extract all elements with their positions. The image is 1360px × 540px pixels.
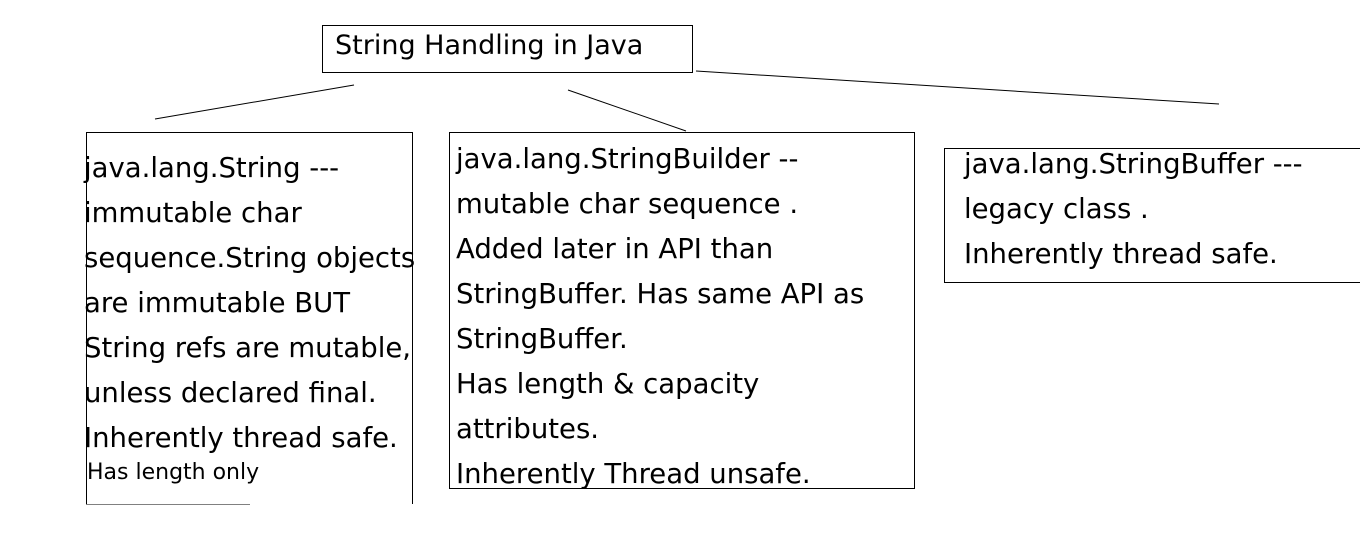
connector-title-to-builder: [567, 89, 687, 132]
stringbuilder-node-text: java.lang.StringBuilder -- mutable char …: [456, 137, 864, 497]
string-line: immutable char: [84, 197, 302, 229]
stringbuilder-line: java.lang.StringBuilder --: [456, 143, 799, 175]
string-note: Has length only: [87, 460, 260, 485]
string-line: are immutable BUT: [84, 287, 351, 319]
stringbuilder-line: Added later in API than: [456, 233, 774, 265]
string-line: unless declared final.: [84, 377, 377, 409]
title-node: String Handling in Java: [322, 25, 693, 73]
connector-title-to-buffer: [695, 70, 1220, 105]
connector-title-to-string: [154, 84, 355, 120]
stringbuilder-line: StringBuffer. Has same API as: [456, 278, 865, 310]
stringbuilder-line: Has length & capacity: [456, 368, 760, 400]
string-line: Inherently thread safe.: [84, 422, 398, 454]
stringbuffer-line: legacy class .: [964, 193, 1149, 225]
stringbuilder-line: StringBuffer.: [456, 323, 628, 355]
string-line: sequence.String objects: [84, 242, 416, 274]
string-line: String refs are mutable,: [84, 332, 412, 364]
stringbuffer-node: java.lang.StringBuffer --- legacy class …: [944, 148, 1360, 283]
stringbuilder-node: java.lang.StringBuilder -- mutable char …: [449, 132, 915, 490]
string-line: java.lang.String ---: [84, 152, 340, 184]
string-node-text: java.lang.String --- immutable char sequ…: [84, 146, 415, 461]
stringbuffer-line: java.lang.StringBuffer ---: [964, 148, 1303, 180]
stringbuilder-line: mutable char sequence .: [456, 188, 799, 220]
diagram-title: String Handling in Java: [335, 30, 644, 61]
stringbuffer-node-text: java.lang.StringBuffer --- legacy class …: [964, 142, 1303, 277]
stringbuilder-line: Inherently Thread unsafe.: [456, 458, 811, 490]
string-node: java.lang.String --- immutable char sequ…: [84, 132, 415, 504]
stringbuilder-line: attributes.: [456, 413, 600, 445]
stringbuffer-line: Inherently thread safe.: [964, 238, 1278, 270]
